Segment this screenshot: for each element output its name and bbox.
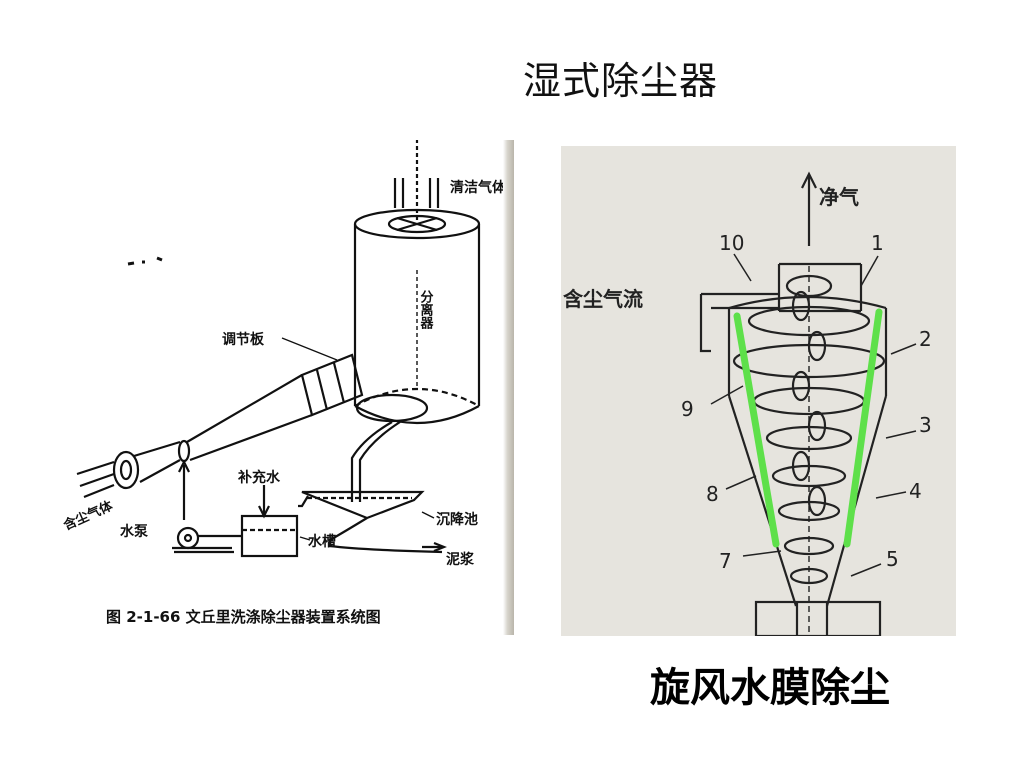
- label-water-tank: 水槽: [308, 533, 336, 550]
- label-9: 9: [681, 397, 694, 421]
- cyclone-diagram: 净气 含尘气流 10 1 2 3 4 5 7 8 9: [563, 171, 932, 638]
- cyclone-caption: 旋风水膜除尘: [650, 665, 890, 711]
- left-figure-caption: 图 2-1-66 文丘里洗涤除尘器装置系统图: [106, 608, 381, 626]
- label-3: 3: [919, 413, 932, 437]
- water-film-highlight: [733, 308, 883, 548]
- label-damper: 调节板: [222, 331, 265, 348]
- slide-title: 湿式除尘器: [523, 59, 719, 103]
- label-2: 2: [919, 327, 932, 351]
- venturi-scrubber-diagram: 清洁气体 分离器 调节板 含尘气体 补充水 水泵 水槽 沉降池 泥浆 图 2-1…: [60, 140, 507, 626]
- label-clean-gas: 净气: [819, 185, 859, 209]
- label-clean-gas: 清洁气体: [450, 179, 507, 196]
- scan-edge-shadow: [503, 140, 514, 635]
- label-dusty-gas: 含尘气体: [62, 497, 116, 534]
- label-8: 8: [706, 482, 719, 506]
- label-settling-tank: 沉降池: [436, 511, 478, 528]
- label-7: 7: [719, 549, 732, 573]
- label-5: 5: [886, 547, 899, 571]
- venturi-scrubber-figure: 清洁气体 分离器 调节板 含尘气体 补充水 水泵 水槽 沉降池 泥浆 图 2-1…: [60, 140, 514, 640]
- cyclone-figure: 净气 含尘气流 10 1 2 3 4 5 7 8 9: [561, 146, 956, 638]
- label-dusty-flow: 含尘气流: [563, 287, 643, 311]
- label-4: 4: [909, 479, 922, 503]
- label-10: 10: [719, 231, 744, 255]
- label-makeup-water: 补充水: [237, 469, 281, 486]
- label-1: 1: [871, 231, 884, 255]
- label-pump: 水泵: [120, 523, 148, 540]
- label-separator: 分离器: [418, 289, 435, 330]
- label-sludge: 泥浆: [446, 551, 475, 568]
